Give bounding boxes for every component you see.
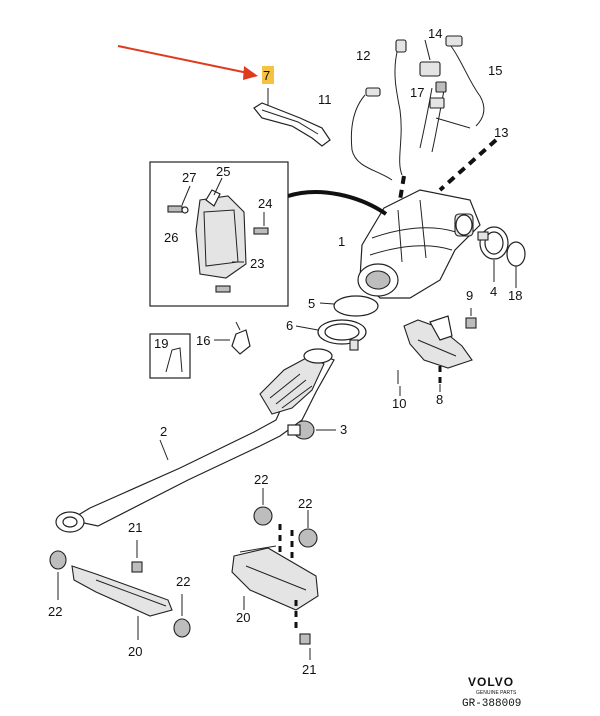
callout-20-right: 20 [236,610,250,625]
callout-4: 4 [490,284,497,299]
callout-labels: 7 14 12 15 11 17 13 27 25 24 26 23 1 4 1… [48,26,522,677]
brand-block: VOLVO GENUINE PARTS GR-388009 [462,675,521,710]
callout-7: 7 [263,68,270,83]
brand-logo: VOLVO [468,675,514,689]
callout-13: 13 [494,125,508,140]
inset-bracket-box [149,161,289,307]
callout-27: 27 [182,170,196,185]
callout-18: 18 [508,288,522,303]
callout-25: 25 [216,164,230,179]
part-19-inset [149,333,191,379]
callout-26: 26 [164,230,178,245]
callout-22-left: 22 [48,604,62,619]
part-4-clamp [477,226,509,282]
highlight-box-part-7 [262,66,274,84]
callout-20-left: 20 [128,644,142,659]
part-5-gasket [319,295,379,317]
callout-3: 3 [340,422,347,437]
part-1-catalytic-converter [357,189,481,299]
part-7-heat-shield [253,88,331,147]
callout-12: 12 [356,48,370,63]
callout-24: 24 [258,196,272,211]
callout-10: 10 [392,396,406,411]
part-2-front-pipe [55,348,335,533]
part-18-gasket [506,241,526,288]
callout-23: 23 [250,256,264,271]
callout-6: 6 [286,318,293,333]
callout-19: 19 [154,336,168,351]
brand-tagline: GENUINE PARTS [476,690,517,696]
callout-15: 15 [488,63,502,78]
callout-8: 8 [436,392,443,407]
callout-22-top-left: 22 [254,472,268,487]
callout-16: 16 [196,333,210,348]
callout-11: 11 [318,92,332,107]
part-8-bracket [403,315,473,392]
callout-22-mid: 22 [176,574,190,589]
highlight-arrow [117,45,258,80]
part-10-bolt [397,370,401,396]
part-9-bolt [465,308,477,329]
callout-9: 9 [466,288,473,303]
right-hanger-bracket [231,488,319,660]
part-3-hanger [287,420,336,440]
reference-code: GR-388009 [462,698,521,710]
sensor-wiring [350,35,485,181]
part-6-clamp [295,319,367,351]
callout-14: 14 [428,26,442,41]
callout-22-top-right: 22 [298,496,312,511]
sensor-dash-right [438,138,498,192]
callout-21-right: 21 [302,662,316,677]
callout-2: 2 [160,424,167,439]
callout-5: 5 [308,296,315,311]
callout-17: 17 [410,85,424,100]
left-hanger-bracket [49,540,191,640]
part-16-clip [214,321,251,355]
callout-21-left: 21 [128,520,142,535]
callout-1: 1 [338,234,345,249]
sensor-dash-left [398,175,406,201]
inset-connector [287,190,388,216]
